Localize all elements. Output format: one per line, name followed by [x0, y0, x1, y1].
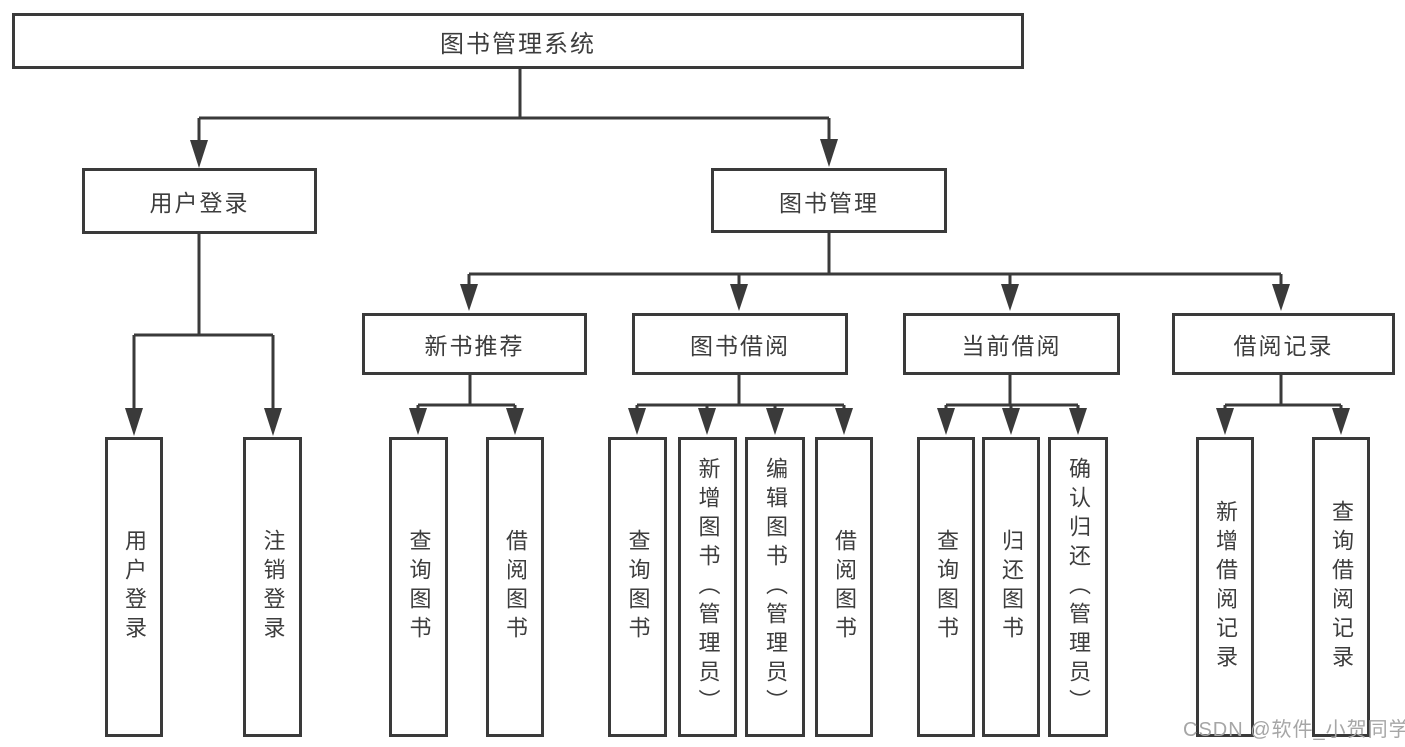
arrowhead-icon	[190, 140, 208, 168]
arrowhead-icon	[1001, 284, 1019, 311]
arrowhead-icon	[835, 408, 853, 435]
node-label: 新增借阅记录	[1213, 500, 1238, 674]
node-label: 查询借阅记录	[1329, 500, 1354, 674]
arrowhead-icon	[1216, 408, 1234, 435]
arrowhead-icon	[1002, 408, 1020, 435]
connector-borrow-record-branch	[1216, 375, 1350, 435]
arrowhead-icon	[506, 408, 524, 435]
arrowhead-icon	[1069, 408, 1087, 435]
node-leaf-logout: 注销登录	[243, 437, 302, 737]
arrowhead-icon	[1272, 284, 1290, 311]
csdn-watermark: CSDN @软件_小贺同学	[1183, 719, 1405, 741]
arrowhead-icon	[125, 408, 143, 436]
connector-user-login-branch	[125, 234, 282, 436]
node-label: 新书推荐	[424, 333, 525, 359]
arrowhead-icon	[409, 408, 427, 435]
connector-root-to-level2	[190, 68, 838, 168]
node-leaf-query-books-recommend: 查询图书	[389, 437, 448, 737]
node-label: 查询图书	[625, 529, 651, 645]
node-label: 归还图书	[999, 529, 1024, 645]
connector-line	[944, 375, 1080, 409]
node-leaf-query-borrow-record: 查询借阅记录	[1312, 437, 1370, 737]
node-borrow-records: 借阅记录	[1172, 313, 1395, 375]
arrowhead-icon	[264, 408, 282, 436]
node-leaf-return-books: 归还图书	[982, 437, 1040, 737]
node-new-book-recommend: 新书推荐	[362, 313, 587, 375]
connector-line	[1223, 375, 1343, 409]
node-label: 查询图书	[406, 529, 432, 645]
connector-line	[467, 232, 1283, 286]
node-leaf-add-books-admin: 新增图书（管理员）	[678, 437, 737, 737]
connector-line	[197, 68, 831, 141]
node-label: 图书管理	[779, 189, 879, 216]
connector-new-book-branch	[409, 375, 524, 435]
arrowhead-icon	[698, 408, 716, 435]
arrowhead-icon	[628, 408, 646, 435]
node-current-borrow: 当前借阅	[903, 313, 1120, 375]
node-label: 查询图书	[934, 529, 959, 645]
connector-book-borrow-branch	[628, 375, 853, 435]
node-label: 注销登录	[260, 529, 286, 645]
arrowhead-icon	[820, 139, 838, 167]
connector-line	[416, 375, 517, 409]
node-label: 借阅图书	[503, 529, 528, 645]
node-label: 当前借阅	[961, 333, 1062, 359]
node-label: 用户登录	[149, 190, 250, 216]
node-label: 用户登录	[122, 529, 147, 645]
node-leaf-query-books-current: 查询图书	[917, 437, 975, 737]
connector-book-management-branch	[460, 232, 1290, 311]
arrowhead-icon	[730, 284, 748, 311]
connector-line	[132, 234, 275, 409]
node-book-borrow: 图书借阅	[632, 313, 848, 375]
node-label: 图书借阅	[690, 333, 790, 359]
node-book-management: 图书管理	[711, 168, 947, 233]
arrowhead-icon	[766, 408, 784, 435]
node-leaf-confirm-return-admin: 确认归还（管理员）	[1048, 437, 1108, 737]
arrowhead-icon	[1332, 408, 1350, 435]
node-user-login: 用户登录	[82, 168, 317, 234]
node-leaf-edit-books-admin: 编辑图书（管理员）	[745, 437, 805, 737]
connector-line	[635, 375, 846, 409]
node-label: 借阅图书	[832, 529, 857, 645]
node-label: 借阅记录	[1233, 333, 1334, 359]
node-label: 图书管理系统	[440, 30, 596, 58]
arrowhead-icon	[460, 284, 478, 311]
node-leaf-add-borrow-record: 新增借阅记录	[1196, 437, 1254, 737]
node-book-management-system: 图书管理系统	[12, 13, 1024, 69]
node-leaf-borrow-books: 借阅图书	[815, 437, 873, 737]
node-label: 确认归还（管理员）	[1066, 456, 1091, 718]
connector-current-borrow-branch	[937, 375, 1087, 435]
node-label: 编辑图书（管理员）	[763, 456, 788, 718]
node-label: 新增图书（管理员）	[695, 456, 721, 718]
node-leaf-query-books-borrow: 查询图书	[608, 437, 667, 737]
node-leaf-borrow-books-recommend: 借阅图书	[486, 437, 544, 737]
node-leaf-user-login: 用户登录	[105, 437, 163, 737]
arrowhead-icon	[937, 408, 955, 435]
